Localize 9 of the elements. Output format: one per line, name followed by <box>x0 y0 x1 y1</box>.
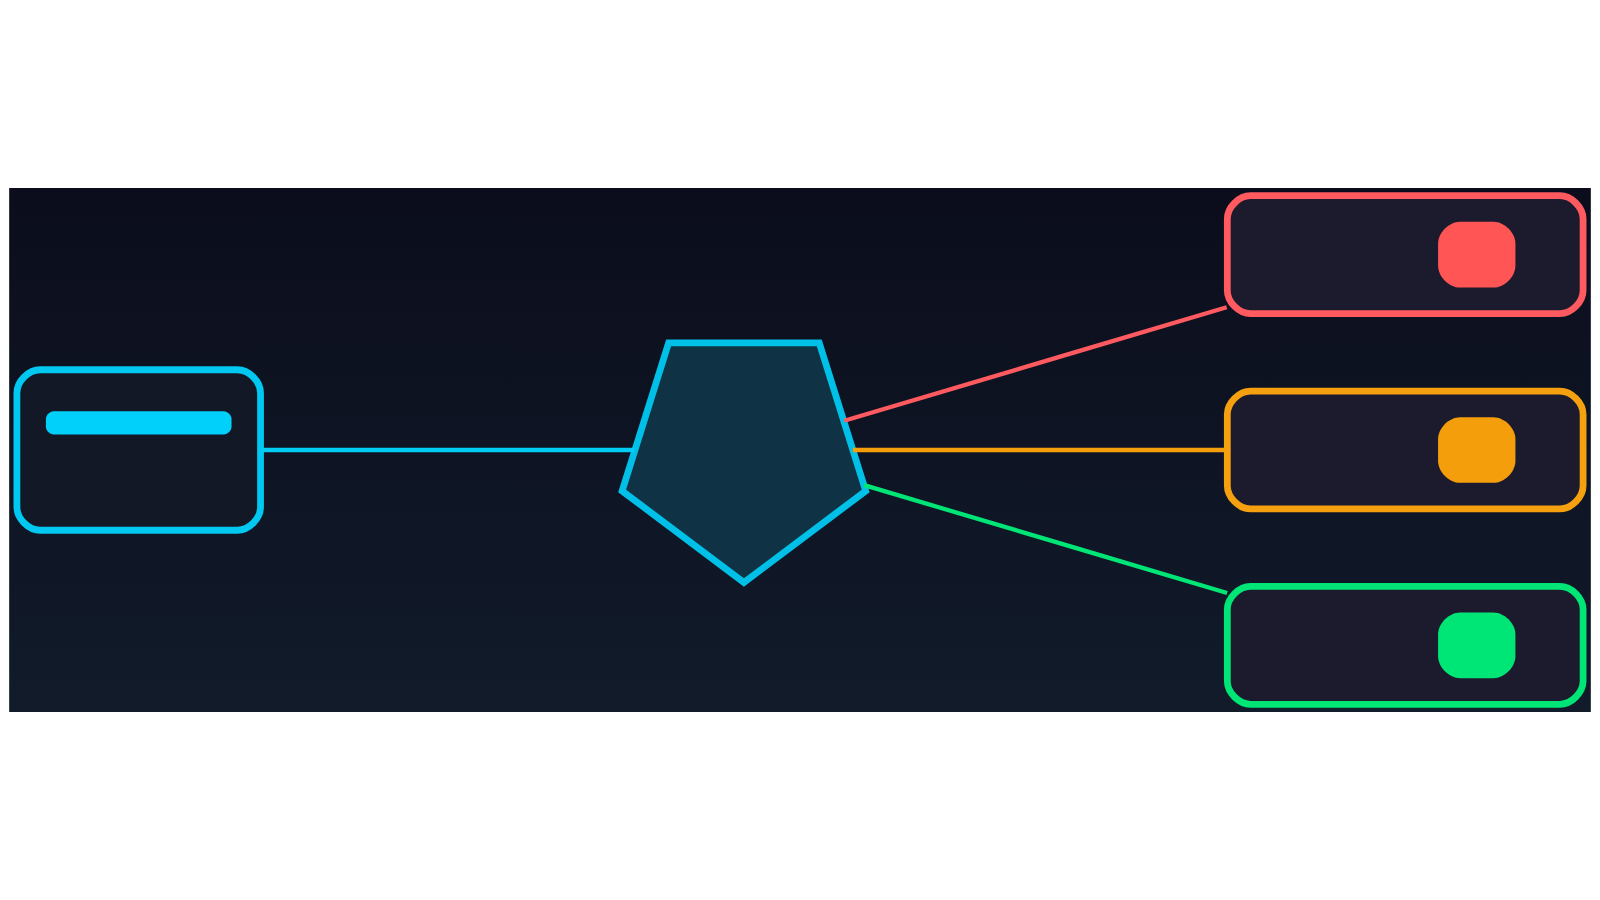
connector <box>852 447 1227 453</box>
node-box <box>1223 192 1587 318</box>
node-pentagon <box>618 339 870 587</box>
node-box <box>1223 387 1587 513</box>
node-box <box>1223 582 1587 708</box>
connector <box>843 305 1228 423</box>
connector <box>260 447 635 453</box>
node-box <box>13 366 264 534</box>
connector <box>863 483 1228 595</box>
